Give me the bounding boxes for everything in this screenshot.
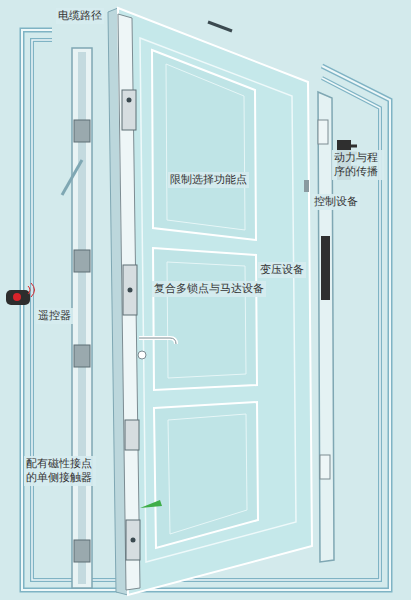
callout-label: 变压设备 [258,262,306,278]
hinge [320,455,330,479]
transformer [321,236,330,300]
door-handle [139,338,176,344]
lock-point [125,420,139,450]
callout-label: 复合多锁点与马达设备 [152,281,266,297]
top-contact [208,22,232,31]
callout-label: 电缆路径 [56,8,104,24]
door-leaf [108,8,312,595]
door-panel [154,402,258,548]
remote-body [6,290,30,305]
keeper [74,250,90,272]
keyhole [138,351,146,359]
panel-inset [168,414,247,534]
callout-label: 动力与程序的传播 [332,150,384,180]
lock-point [122,90,136,130]
bolt [131,538,136,543]
frame-profile [72,48,92,588]
latch-arm [62,160,82,195]
contact-indicator [140,500,162,508]
callout-label: 遥控器 [36,308,73,324]
keeper [74,120,90,142]
door-inner-border [140,38,296,562]
lock-strip [118,14,176,590]
lock-bar [118,14,140,590]
cable-path [22,30,390,590]
lock-motor [123,265,137,315]
callout-label: 配有磁性接点的单侧接触器 [24,456,96,486]
door-panel [153,248,257,390]
cable-line [22,30,390,590]
lock-point [126,520,140,560]
callout-label: 限制选择功能点 [168,172,249,188]
callout-label: 控制设备 [312,194,360,210]
panel-inset [167,262,246,378]
keeper [74,345,90,367]
cable-line [22,30,390,590]
hinge [318,120,328,144]
bolt [128,288,133,293]
door-handle [139,338,176,344]
keeper [74,540,90,562]
signal-waves [28,283,35,297]
door-face [118,8,312,595]
panel-inset [166,64,245,230]
door-panel [152,50,256,240]
remote-button [13,293,21,301]
bolt [127,98,132,103]
control-device [304,180,309,192]
remote-control [6,283,35,305]
